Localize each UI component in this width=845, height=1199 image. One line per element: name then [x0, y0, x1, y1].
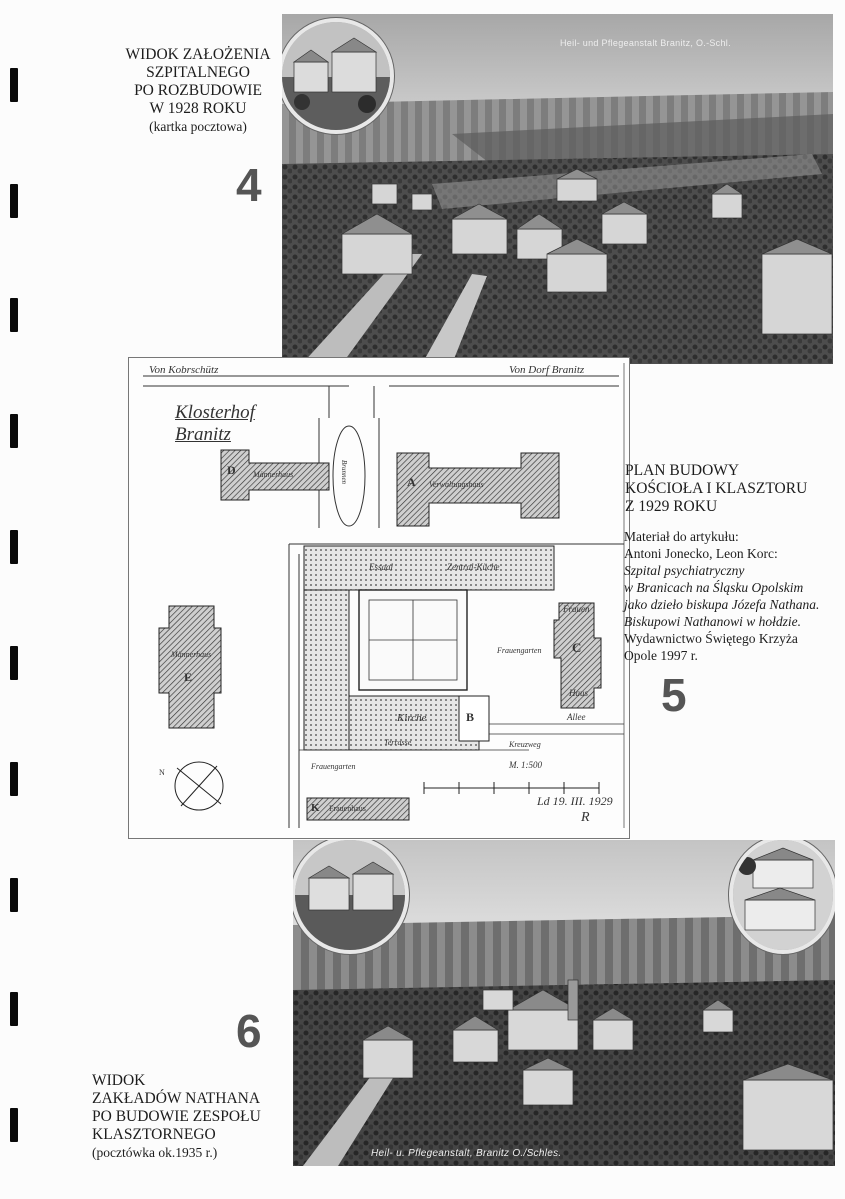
caption-line: PO ROZBUDOWIE — [134, 82, 262, 99]
caption-line: (pocztówka ok.1935 r.) — [92, 1145, 218, 1160]
binding-mark — [10, 298, 18, 332]
postcard-inset-photo-right — [729, 840, 835, 954]
source-title-line: w Branicach na Śląsku Opolskim — [624, 580, 804, 595]
caption-line: PO BUDOWIE ZESPOŁU — [92, 1108, 261, 1125]
plan-label-frauenhaus: Frauenhaus — [329, 804, 366, 813]
figure-5-source: Materiał do artykułu: Antoni Jonecko, Le… — [624, 528, 819, 664]
plan-north-letter: N — [159, 768, 165, 777]
postcard-caption: Heil- u. Pflegeanstalt, Branitz O./Schle… — [371, 1148, 562, 1159]
plan-letter-a: A — [407, 475, 416, 489]
caption-line: KOŚCIOŁA I KLASZTORU — [625, 480, 808, 497]
site-plan-drawing — [143, 363, 625, 828]
plan-letter-e: E — [184, 670, 193, 684]
caption-line: WIDOK — [92, 1072, 146, 1089]
plan-letter-b: B — [466, 710, 475, 724]
inset-building-illustration — [733, 840, 833, 950]
plan-label-mannerhaus-e: Männerhaus — [171, 650, 212, 659]
figure-6-number: 6 — [236, 1005, 262, 1057]
source-line: Wydawnictwo Świętego Krzyża — [624, 631, 798, 646]
caption-line: ZAKŁADÓW NATHANA — [92, 1090, 261, 1107]
caption-line: WIDOK ZAŁOŻENIA — [125, 46, 271, 63]
construction-plan: Von Kobrschütz Von Dorf Branitz Klosterh… — [128, 357, 630, 839]
plan-label-frauengarten-2: Frauengarten — [311, 762, 356, 771]
plan-road-left: Von Kobrschütz — [149, 364, 219, 376]
plan-label-allee: Allee — [567, 712, 586, 722]
figure-6-postcard-photo: Heil- u. Pflegeanstalt, Branitz O./Schle… — [293, 840, 835, 1166]
figure-5-title: PLAN BUDOWY KOŚCIOŁA I KLASZTORU Z 1929 … — [625, 462, 807, 516]
source-title-line: Biskupowi Nathanowi w hołdzie. — [624, 614, 802, 629]
plan-date: Ld 19. III. 1929 — [537, 794, 613, 808]
binding-mark — [10, 68, 18, 102]
inset-building-illustration — [282, 22, 390, 130]
source-line: Antoni Jonecko, Leon Korc: — [624, 546, 778, 561]
plan-label-essaal: Essaal — [369, 562, 394, 572]
plan-road-right: Von Dorf Branitz — [509, 364, 585, 376]
source-title-line: jako dzieło biskupa Józefa Nathana. — [624, 597, 820, 612]
plan-label-haus: Haus — [569, 688, 589, 698]
plan-scale: M. 1:500 — [509, 760, 542, 770]
plan-label-frauen: Frauen — [563, 604, 590, 614]
plan-label-verwaltungshaus: Verwaltungshaus — [429, 480, 484, 489]
plan-label-kuche: Zentral-Küche — [447, 562, 500, 572]
binding-mark — [10, 878, 18, 912]
caption-line: SZPITALNEGO — [146, 64, 250, 81]
plan-letter-k: K — [311, 802, 320, 814]
figure-4-caption: WIDOK ZAŁOŻENIA SZPITALNEGO PO ROZBUDOWI… — [112, 46, 284, 135]
postcard-inset-photo — [282, 18, 394, 134]
caption-line: PLAN BUDOWY — [625, 462, 740, 479]
postcard-caption: Heil- und Pflegeanstalt Branitz, O.-Schl… — [560, 38, 731, 48]
plan-label-brunnen: Brunnen — [340, 459, 349, 485]
figure-4-number: 4 — [236, 159, 262, 211]
caption-line: (kartka pocztowa) — [149, 119, 247, 134]
figure-4-postcard-photo: Heil- und Pflegeanstalt Branitz, O.-Schl… — [282, 14, 833, 364]
binding-mark — [10, 414, 18, 448]
source-line: Materiał do artykułu: — [624, 529, 739, 544]
plan-initial: R — [581, 810, 590, 825]
source-line: Opole 1997 r. — [624, 648, 698, 663]
source-title-line: Szpital psychiatryczny — [624, 563, 745, 578]
aerial-view-illustration — [282, 14, 833, 364]
caption-line: KLASZTORNEGO — [92, 1126, 216, 1143]
figure-6-caption: WIDOK ZAKŁADÓW NATHANA PO BUDOWIE ZESPOŁ… — [92, 1072, 261, 1161]
plan-title: Klosterhof Branitz — [175, 402, 255, 445]
binding-mark — [10, 1108, 18, 1142]
binding-mark — [10, 992, 18, 1026]
binding-mark — [10, 646, 18, 680]
plan-label-frauengarten: Frauengarten — [497, 646, 542, 655]
postcard-inset-photo-left — [293, 840, 409, 954]
plan-label-kreuzweg: Kreuzweg — [509, 740, 541, 749]
plan-letter-d: D — [227, 463, 236, 477]
figure-5-number: 5 — [661, 669, 687, 721]
binding-mark — [10, 530, 18, 564]
plan-label-mannerhaus-d: Männerhaus — [253, 470, 294, 479]
binding-mark — [10, 762, 18, 796]
caption-line: W 1928 ROKU — [149, 100, 247, 117]
inset-building-illustration — [295, 840, 405, 950]
plan-letter-c: C — [572, 640, 582, 655]
plan-label-terrasse: Terrasse — [384, 738, 412, 747]
plan-label-kirche: Kirche — [397, 712, 427, 724]
caption-line: Z 1929 ROKU — [625, 498, 718, 515]
binding-mark — [10, 184, 18, 218]
